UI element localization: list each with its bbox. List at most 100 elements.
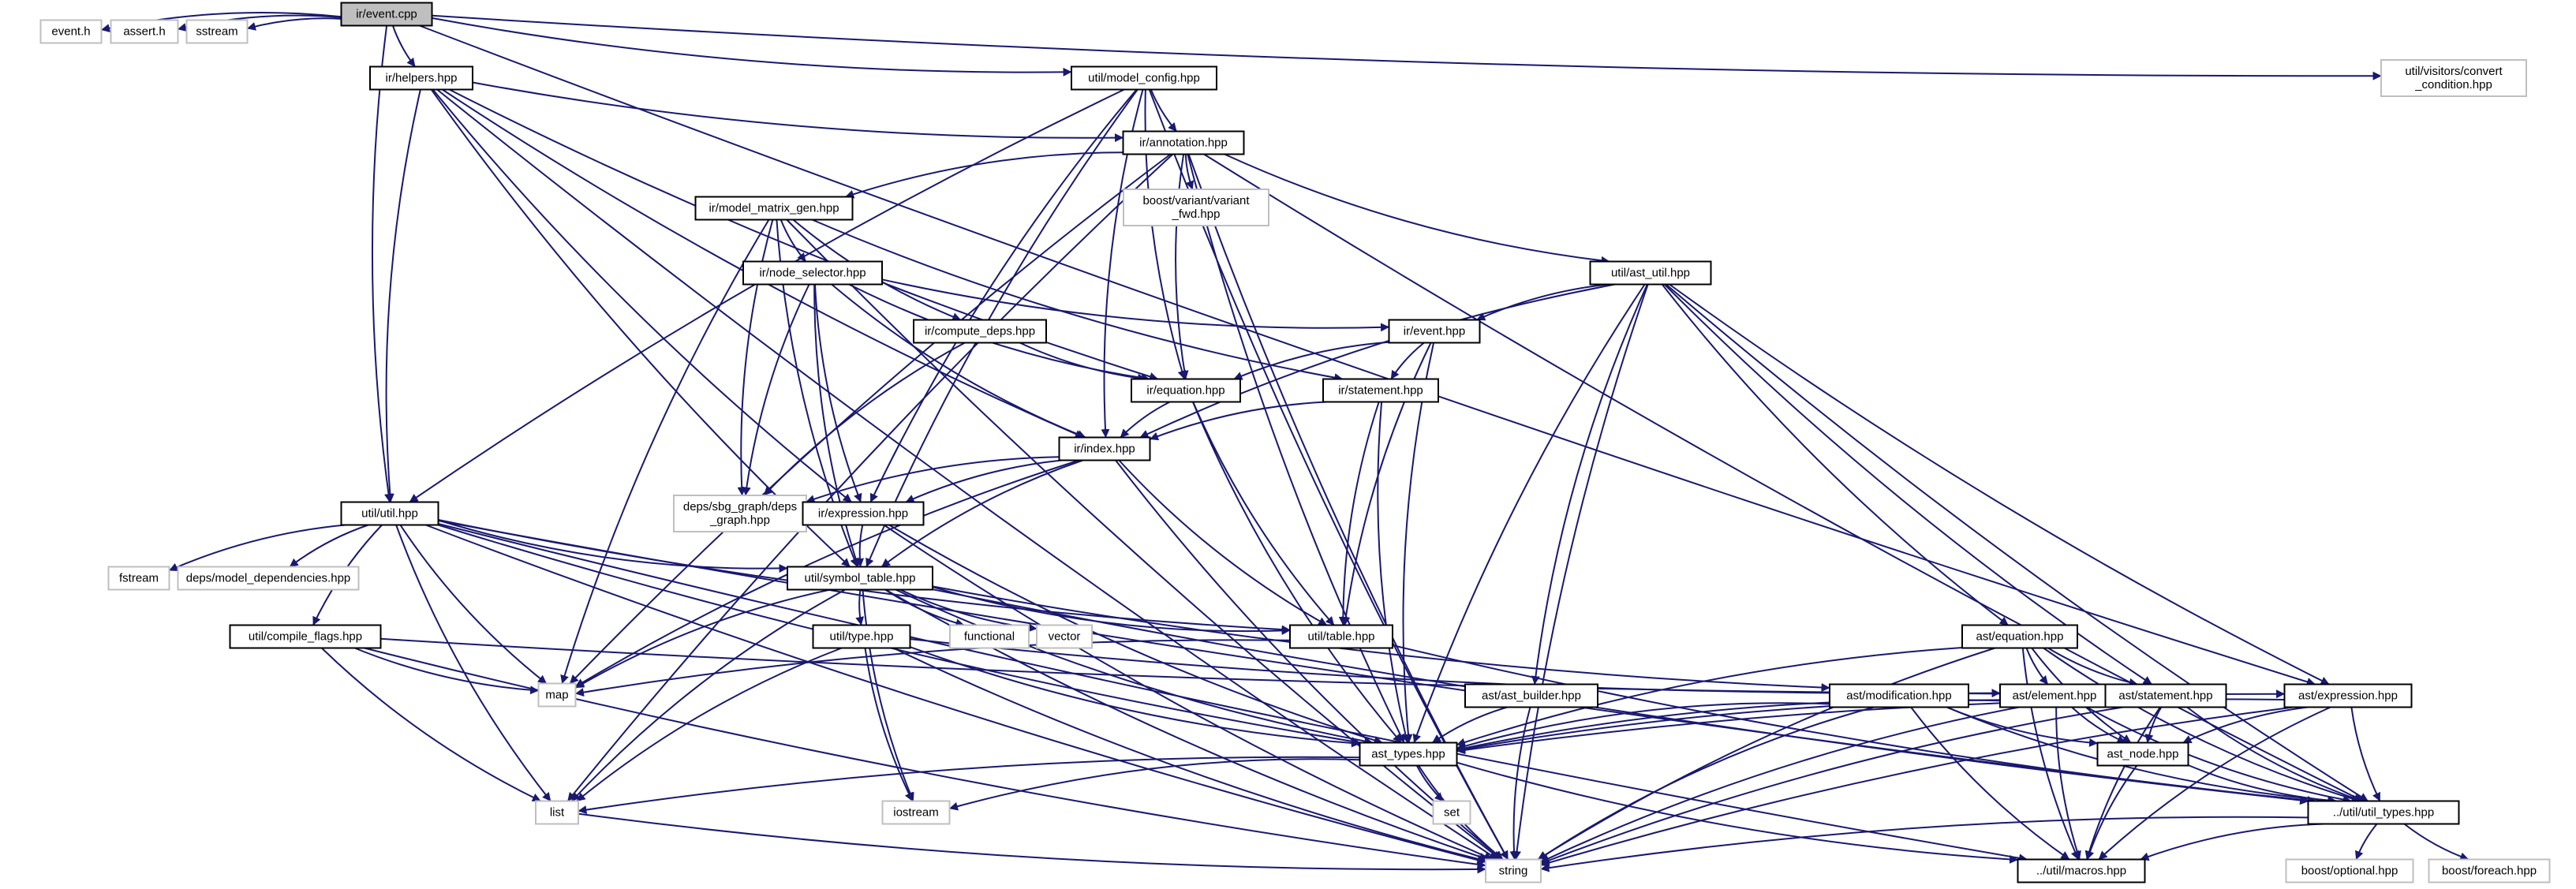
node-ir-expression[interactable]: ir/expression.hpp <box>802 501 925 526</box>
node-compile-flags[interactable]: util/compile_flags.hpp <box>229 624 382 649</box>
edge-model-matrix-gen-to-node-selector <box>780 219 807 263</box>
node-ast-types[interactable]: ast_types.hpp <box>1359 741 1458 767</box>
node-box <box>1388 319 1481 344</box>
node-util-table[interactable]: util/table.hpp <box>1289 624 1393 649</box>
edge-util-util-to-symbol-table <box>438 519 788 573</box>
edge-root-to-sstream <box>246 17 342 31</box>
node-ast-element[interactable]: ast/element.hpp <box>1999 683 2110 708</box>
node-box <box>537 682 577 708</box>
edge-symbol-table-to-ast-modification <box>932 585 1830 693</box>
edge-util-util-to-map <box>399 524 548 685</box>
edge-symbol-table-to-list <box>570 588 846 802</box>
node-ast-equation[interactable]: ast/equation.hpp <box>1961 624 2078 649</box>
node-util-util[interactable]: util/util.hpp <box>340 501 439 526</box>
node-box <box>913 319 1047 344</box>
node-macros[interactable]: ../util/macros.hpp <box>2017 858 2146 883</box>
edge-ir-equation-to-util-table <box>1192 402 1335 626</box>
node-helpers[interactable]: ir/helpers.hpp <box>369 65 473 91</box>
edge-ast-element-to-string <box>1540 706 2020 863</box>
node-box <box>1123 189 1269 226</box>
node-ast-statement[interactable]: ast/statement.hpp <box>2104 683 2227 708</box>
edge-annotation-to-ir-equation <box>1175 154 1189 380</box>
edge-model-matrix-gen-to-ir-statement <box>811 219 1344 383</box>
node-label: ast/element.hpp <box>2013 689 2097 703</box>
node-compute-deps[interactable]: ir/compute_deps.hpp <box>913 319 1047 344</box>
node-label: ../util/util_types.hpp <box>2333 806 2434 820</box>
edge-compute-deps-to-ir-equation <box>1019 342 1147 383</box>
node-root[interactable]: ir/event.cpp <box>340 2 433 27</box>
node-ast-util[interactable]: util/ast_util.hpp <box>1589 260 1712 286</box>
edge-ir-statement-to-util-table <box>1338 402 1380 626</box>
node-label: util/table.hpp <box>1307 630 1374 644</box>
node-label: ast/modification.hpp <box>1846 689 1951 703</box>
node-functional: functional <box>949 624 1030 649</box>
node-ast-builder[interactable]: ast/ast_builder.hpp <box>1464 683 1598 708</box>
edge-ast-element-to-ast-node <box>2071 706 2126 744</box>
edge-util-table-to-map <box>574 639 1291 697</box>
edge-ir-index-to-sbg-graph <box>806 456 1060 503</box>
node-label: ir/event.hpp <box>1404 325 1465 338</box>
node-label: string <box>1499 865 1528 878</box>
edge-ast-modification-to-util-types <box>1946 706 2337 805</box>
edge-annotation-to-ast-util <box>1224 153 1610 265</box>
node-label: util/ast_util.hpp <box>1611 267 1690 280</box>
edge-ast-util-to-util-types <box>1666 283 2368 802</box>
edge-ast-expression-to-util-types <box>2350 707 2381 801</box>
node-ast-node[interactable]: ast_node.hpp <box>2096 741 2189 767</box>
node-util-type[interactable]: util/type.hpp <box>812 624 911 649</box>
edge-ast-statement-to-util-types <box>2186 706 2363 803</box>
edge-util-util-to-list <box>395 525 551 802</box>
node-model-deps: deps/model_dependencies.hpp <box>177 566 360 591</box>
edge-ast-element-to-util-types <box>2086 706 2352 805</box>
node-label: ir/model_matrix_gen.hpp <box>708 202 839 215</box>
node-label: iostream <box>893 806 939 820</box>
node-box <box>2096 741 2189 767</box>
node-box <box>340 2 433 27</box>
node-label: deps/sbg_graph/deps <box>683 500 797 514</box>
node-node-selector[interactable]: ir/node_selector.hpp <box>742 260 883 286</box>
node-util-types[interactable]: ../util/util_types.hpp <box>2307 800 2460 825</box>
node-label: ast_node.hpp <box>2107 748 2179 761</box>
node-label: util/compile_flags.hpp <box>249 630 362 644</box>
node-box <box>1058 436 1151 461</box>
node-ast-modification[interactable]: ast/modification.hpp <box>1829 683 1969 708</box>
node-box <box>1071 65 1217 91</box>
edge-util-table-to-util-types <box>1392 644 2316 805</box>
node-ir-event[interactable]: ir/event.hpp <box>1388 319 1481 344</box>
node-ir-statement[interactable]: ir/statement.hpp <box>1322 378 1439 403</box>
node-label: ../util/macros.hpp <box>2036 865 2126 878</box>
node-box <box>1464 683 1598 708</box>
node-box <box>1961 624 2078 649</box>
node-annotation[interactable]: ir/annotation.hpp <box>1122 130 1245 155</box>
edge-ast-expression-to-string <box>1540 706 2294 867</box>
node-ast-expression[interactable]: ast/expression.hpp <box>2283 683 2413 708</box>
edge-util-type-to-list <box>576 647 843 802</box>
node-boost-foreach: boost/foreach.hpp <box>2428 858 2551 883</box>
node-symbol-table[interactable]: util/symbol_table.hpp <box>787 566 933 591</box>
node-model-matrix-gen[interactable]: ir/model_matrix_gen.hpp <box>694 196 854 221</box>
edge-util-util-to-macros <box>438 523 2028 863</box>
node-label: util/util.hpp <box>361 507 418 521</box>
node-ir-equation[interactable]: ir/equation.hpp <box>1131 378 1241 403</box>
node-box <box>39 19 103 44</box>
node-list: list <box>535 800 579 825</box>
node-label: event.h <box>51 25 90 39</box>
node-ir-index[interactable]: ir/index.hpp <box>1058 436 1151 461</box>
node-box <box>107 566 170 591</box>
node-label: ir/annotation.hpp <box>1139 136 1228 150</box>
edge-node-selector-to-ir-expression <box>814 284 862 503</box>
node-model-config[interactable]: util/model_config.hpp <box>1071 65 1217 91</box>
node-label: ast/ast_builder.hpp <box>1482 689 1581 703</box>
edge-ast-equation-to-ast-element <box>2025 648 2049 685</box>
edge-ast-util-to-ast-types <box>1412 283 1646 744</box>
edge-ast-util-to-ir-event <box>1476 283 1609 321</box>
node-box <box>2428 858 2551 883</box>
edge-ast-modification-to-macros <box>1910 706 2070 861</box>
edge-ir-event-to-ir-equation <box>1233 341 1389 380</box>
edge-util-types-to-macros <box>2140 823 2325 861</box>
edge-ast-statement-to-macros <box>2084 706 2161 861</box>
edge-model-config-to-util-util <box>409 88 1125 503</box>
node-box <box>802 501 925 526</box>
node-box <box>2283 683 2413 708</box>
